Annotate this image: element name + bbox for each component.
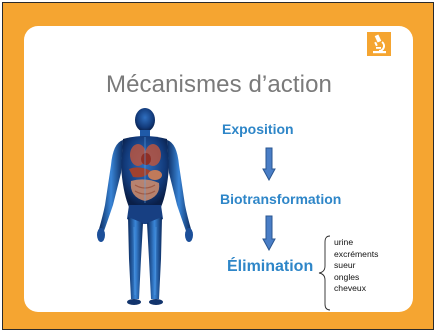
down-arrow-icon: [262, 147, 276, 186]
step-exposition: Exposition: [222, 121, 294, 137]
list-item: ongles: [334, 271, 360, 282]
human-body-figure: [93, 107, 197, 312]
badge: [367, 32, 391, 56]
list-item: cheveux: [334, 283, 367, 294]
slide-title: Mécanismes d’action: [106, 71, 332, 98]
list-item: excréments: [334, 248, 379, 259]
down-arrow-icon: [262, 215, 276, 256]
list-item: urine: [334, 237, 354, 247]
left-brace: [316, 234, 332, 317]
slide-card: [24, 26, 413, 312]
step-biotransformation: Biotransformation: [220, 191, 342, 207]
elimination-routes-list: urine excréments sueur ongles cheveux: [334, 237, 378, 295]
list-item: sueur: [334, 260, 356, 271]
step-elimination: Élimination: [227, 258, 314, 275]
slide-frame: Mécanismes d’action: [2, 2, 434, 330]
microscope-icon: [367, 32, 391, 56]
